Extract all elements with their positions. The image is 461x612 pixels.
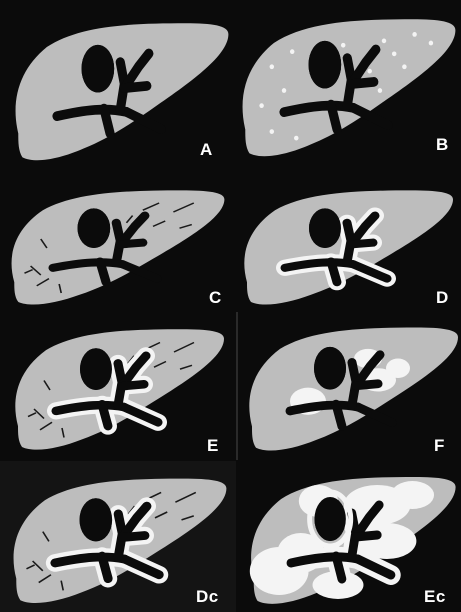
panel-label-e: E (207, 436, 219, 456)
lesion-dot (429, 41, 433, 46)
portal-vessel (120, 243, 142, 245)
gallbladder-hole (314, 347, 346, 390)
portal-vessel (102, 404, 108, 426)
liver-shape (250, 477, 456, 604)
liver-shape (15, 329, 224, 449)
portal-vessel (331, 105, 337, 130)
portal-vessel (122, 384, 144, 386)
gallbladder-hole (314, 497, 345, 541)
portal-vessel (331, 262, 337, 283)
panel-a: A (0, 0, 230, 175)
portal-vessel (356, 384, 378, 386)
lesion-patch (391, 481, 434, 509)
liver-shape (16, 23, 229, 160)
gallbladder-hole (309, 41, 342, 89)
liver-diagram-a (0, 0, 230, 175)
gallbladder-hole (80, 498, 113, 541)
portal-vessel (124, 86, 146, 88)
lesion-dot (290, 49, 294, 54)
portal-vessel (351, 243, 373, 245)
panel-label-d: D (436, 288, 449, 308)
panel-label-a: A (200, 140, 213, 160)
lesion-dot (378, 88, 382, 93)
portal-vessel (336, 556, 342, 579)
panel-b: B (231, 0, 461, 175)
panel-label-ec: Ec (424, 587, 446, 607)
liver-diagram-c (0, 176, 230, 311)
gallbladder-hole (309, 208, 341, 248)
lesion-dot (392, 51, 396, 56)
lesion-dot (270, 129, 274, 134)
lesion-dot (259, 103, 263, 108)
panel-label-c: C (209, 288, 222, 308)
liver-diagram-b (231, 0, 461, 175)
liver-shape (14, 479, 227, 603)
lesion-dot (382, 39, 386, 44)
panel-dc: Dc (0, 461, 236, 612)
lesion-patch (386, 359, 410, 378)
liver-shape (12, 190, 225, 304)
liver-diagram-e (0, 312, 236, 460)
gallbladder-hole (80, 348, 112, 390)
portal-vessel (100, 262, 106, 283)
lesion-dot (402, 64, 406, 69)
portal-vessel (351, 82, 373, 84)
liver-diagram-f (238, 312, 461, 460)
portal-vessel (356, 535, 378, 537)
panel-e: E (0, 312, 236, 460)
lesion-dot (367, 69, 371, 74)
portal-vessel (102, 556, 108, 579)
liver-shape (249, 328, 458, 451)
panel-label-f: F (434, 436, 445, 456)
portal-vessel (104, 109, 110, 134)
liver-diagram-d (231, 176, 461, 311)
lesion-dot (412, 32, 416, 37)
panel-f: F (238, 312, 461, 460)
panel-ec: Ec (238, 461, 461, 612)
portal-vessel (122, 536, 144, 538)
liver-shape (244, 190, 453, 304)
gallbladder-hole (78, 208, 111, 248)
lesion-dot (270, 64, 274, 69)
gallbladder-hole (82, 45, 115, 93)
liver-shape (243, 19, 456, 156)
panel-label-b: B (436, 135, 449, 155)
panel-label-dc: Dc (196, 587, 219, 607)
lesion-dot (294, 136, 298, 141)
panel-d: D (231, 176, 461, 311)
portal-vessel (336, 404, 342, 426)
lesion-dot (341, 43, 345, 48)
lesion-dot (282, 88, 286, 93)
panel-c: C (0, 176, 230, 311)
